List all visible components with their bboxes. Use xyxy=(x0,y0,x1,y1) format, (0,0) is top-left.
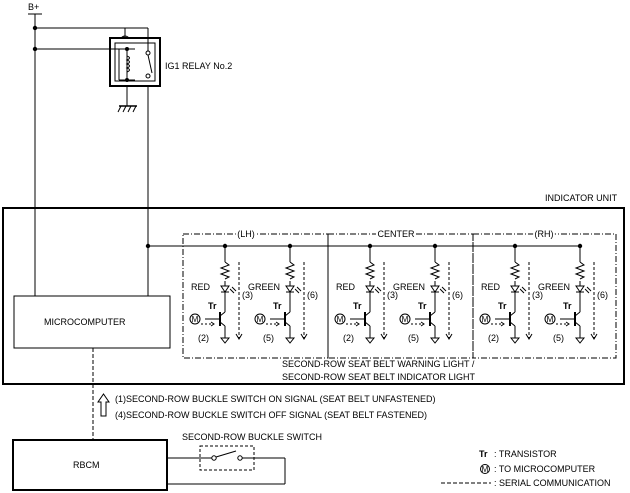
led-icon xyxy=(575,285,585,293)
up-arrow-icon xyxy=(97,393,110,417)
microcomputer-label: MICROCOMPUTER xyxy=(44,317,126,327)
tr-label: Tr xyxy=(208,301,217,311)
resistor-icon xyxy=(509,261,521,280)
group-center: CENTER xyxy=(327,227,474,359)
transistor-number: (2) xyxy=(198,333,209,343)
to-microcomputer-icon xyxy=(189,313,201,325)
led-icon xyxy=(365,285,375,293)
m-symbol: M xyxy=(547,315,554,324)
indicator-unit-box xyxy=(2,207,625,385)
channel-red: M RED (3) Tr (2) xyxy=(189,243,253,344)
signal-on: (1)SECOND-ROW BUCKLE SWITCH ON SIGNAL (S… xyxy=(115,394,436,404)
tr-label: Tr xyxy=(498,301,507,311)
rbcm-label: RBCM xyxy=(73,460,100,470)
ground-icon xyxy=(429,337,441,344)
supply-label: B+ xyxy=(28,2,39,12)
group-label-lh: (LH) xyxy=(237,229,255,239)
light-number: (3) xyxy=(242,290,253,300)
rbcm-box xyxy=(12,439,168,491)
red-label: RED xyxy=(336,282,356,292)
relay-coil-icon xyxy=(125,55,130,73)
ground-icon xyxy=(117,105,137,113)
tr-label: Tr xyxy=(563,301,572,311)
tr-label: Tr xyxy=(418,301,427,311)
channel-red: M RED (3) Tr (2) xyxy=(334,243,398,344)
channel-green: M GREEN (6) Tr (5) xyxy=(393,243,463,344)
resistor-icon xyxy=(284,261,296,280)
resistor-icon xyxy=(574,261,586,280)
m-symbol: M xyxy=(192,315,199,324)
to-microcomputer-icon xyxy=(544,313,556,325)
transistor-number: (2) xyxy=(343,333,354,343)
relay-label: IG1 RELAY No.2 xyxy=(165,61,232,71)
light-number: (6) xyxy=(452,290,463,300)
buckle-switch xyxy=(167,445,286,485)
transistor-number: (2) xyxy=(488,333,499,343)
green-label: GREEN xyxy=(248,282,280,292)
led-icon xyxy=(510,285,520,293)
legend-m-icon xyxy=(480,464,490,474)
indicator-unit-title: INDICATOR UNIT xyxy=(545,193,618,203)
led-icon xyxy=(285,285,295,293)
channel-green: M GREEN (6) Tr (5) xyxy=(248,243,318,344)
relay-contact-icon xyxy=(147,54,153,74)
resistor-icon xyxy=(219,261,231,280)
legend-m-key: M xyxy=(482,465,489,474)
group-label-rh: (RH) xyxy=(535,229,554,239)
m-symbol: M xyxy=(402,315,409,324)
ground-icon xyxy=(509,337,521,344)
red-label: RED xyxy=(481,282,501,292)
group-rh: (RH) xyxy=(472,227,617,359)
supply-terminal: B+ xyxy=(28,2,125,296)
ground-icon xyxy=(284,337,296,344)
m-symbol: M xyxy=(482,315,489,324)
buckle-switch-label: SECOND-ROW BUCKLE SWITCH xyxy=(182,432,322,442)
channel-red: M RED (3) Tr (2) xyxy=(479,243,543,344)
to-microcomputer-icon xyxy=(334,313,346,325)
transistor-number: (5) xyxy=(263,333,274,343)
legend-tr-key: Tr xyxy=(479,449,488,459)
light-number: (3) xyxy=(532,290,543,300)
m-symbol: M xyxy=(337,315,344,324)
led-icon xyxy=(220,285,230,293)
light-number: (6) xyxy=(307,290,318,300)
transistor-number: (5) xyxy=(408,333,419,343)
tr-label: Tr xyxy=(353,301,362,311)
tr-label: Tr xyxy=(273,301,282,311)
legend: Tr : TRANSISTOR M : TO MICROCOMPUTER : S… xyxy=(441,449,611,488)
switch-contact-icon xyxy=(215,450,237,458)
legend-serial-text: : SERIAL COMMUNICATION xyxy=(494,478,611,488)
to-microcomputer-icon xyxy=(399,313,411,325)
transistor-number: (5) xyxy=(553,333,564,343)
light-number: (3) xyxy=(387,290,398,300)
ground-icon xyxy=(364,337,376,344)
light-caption-line1: SECOND-ROW SEAT BELT WARNING LIGHT / xyxy=(282,359,475,369)
ig1-relay: IG1 RELAY No.2 xyxy=(109,27,232,296)
to-microcomputer-icon xyxy=(254,313,266,325)
light-caption-line2: SECOND-ROW SEAT BELT INDICATOR LIGHT xyxy=(282,372,476,382)
legend-m-text: : TO MICROCOMPUTER xyxy=(494,464,596,474)
microcomputer-box xyxy=(13,295,171,349)
green-label: GREEN xyxy=(538,282,570,292)
resistor-icon xyxy=(429,261,441,280)
ground-icon xyxy=(574,337,586,344)
green-label: GREEN xyxy=(393,282,425,292)
channel-green: M GREEN (6) Tr (5) xyxy=(538,243,608,344)
m-symbol: M xyxy=(257,315,264,324)
signal-off: (4)SECOND-ROW BUCKLE SWITCH OFF SIGNAL (… xyxy=(115,410,427,420)
relay-box xyxy=(109,37,161,87)
resistor-icon xyxy=(364,261,376,280)
channels: M RED (3) Tr (2) M GREEN (6) Tr (5) M RED (3) Tr (2) M G… xyxy=(189,243,608,344)
red-label: RED xyxy=(191,282,211,292)
led-icon xyxy=(430,285,440,293)
legend-tr-text: : TRANSISTOR xyxy=(494,449,557,459)
ground-icon xyxy=(219,337,231,344)
to-microcomputer-icon xyxy=(479,313,491,325)
group-label-center: CENTER xyxy=(377,229,415,239)
light-number: (6) xyxy=(597,290,608,300)
